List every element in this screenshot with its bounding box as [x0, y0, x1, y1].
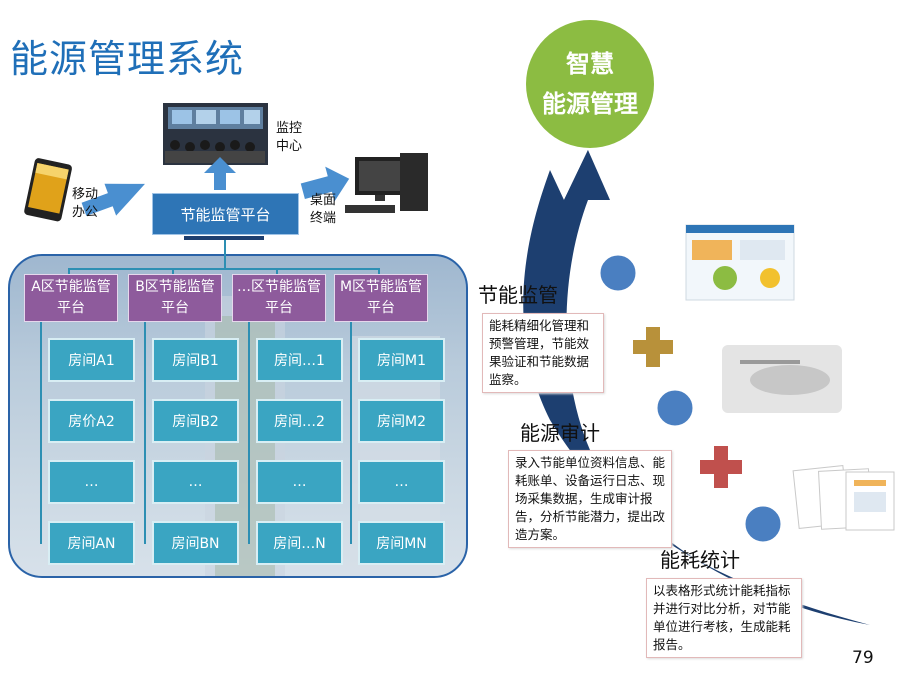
zone-a-spine	[40, 322, 42, 544]
zone-m-spine	[350, 322, 352, 544]
plus-red-icon	[700, 446, 742, 488]
room-m2: 房间M2	[358, 399, 445, 443]
page-number: 79	[852, 648, 874, 668]
reports-thumbnail	[792, 464, 895, 531]
room-an: 房间AN	[48, 521, 135, 565]
zone-b-head: B区节能监管平台	[128, 274, 222, 322]
mobile-phone-image	[24, 158, 72, 222]
section-energy-monitoring-text: 能耗精细化管理和预警管理，节能效果验证和节能数据监察。	[482, 313, 604, 393]
monitor-center-label: 监控 中心	[276, 121, 303, 154]
smart-energy-badge: 智慧 能源管理	[526, 20, 654, 148]
left-arrow-icon	[81, 183, 145, 216]
room-b2: 房间B2	[152, 399, 239, 443]
zone-m-head: M区节能监管平台	[334, 274, 428, 322]
growth-arrow-graphic	[523, 150, 895, 625]
zone-a-head: A区节能监管平台	[24, 274, 118, 322]
dashboard-thumbnail	[685, 224, 795, 301]
connector-dots	[276, 268, 278, 276]
room-b-ellipsis: …	[152, 460, 239, 504]
room-a1: 房间A1	[48, 338, 135, 382]
platform-underline	[184, 236, 264, 240]
room-dots-2: 房间…2	[256, 399, 343, 443]
section-energy-statistics-text: 以表格形式统计能耗指标并进行对比分析，对节能单位进行考核，生成能耗报告。	[646, 578, 802, 658]
badge-line-1: 智慧	[566, 50, 614, 78]
desktop-computer-image	[345, 153, 428, 213]
writing-photo-thumbnail	[722, 345, 842, 413]
mobile-office-label: 移动 办公	[72, 187, 99, 220]
milestone-circle-2	[654, 387, 696, 429]
milestone-circle-1	[597, 252, 639, 294]
room-dots-1: 房间…1	[256, 338, 343, 382]
section-energy-monitoring-title: 节能监管	[478, 283, 558, 307]
room-a-ellipsis: …	[48, 460, 135, 504]
zone-b-spine	[144, 322, 146, 544]
room-mn: 房间MN	[358, 521, 445, 565]
energy-platform-box: 节能监管平台	[152, 193, 299, 235]
zone-dots-spine	[248, 322, 250, 544]
up-arrow-icon	[204, 157, 236, 190]
page-title: 能源管理系统	[10, 37, 245, 81]
device-graphics	[24, 103, 428, 222]
room-a2: 房价A2	[48, 399, 135, 443]
connector-m	[378, 268, 380, 276]
plus-gold-icon	[633, 327, 673, 367]
section-energy-statistics-title: 能耗统计	[660, 548, 740, 572]
growth-arrow	[523, 150, 870, 625]
room-m1: 房间M1	[358, 338, 445, 382]
room-dots-n: 房间…N	[256, 521, 343, 565]
zone-connector-line	[68, 268, 378, 270]
connector-a	[68, 268, 70, 276]
room-b1: 房间B1	[152, 338, 239, 382]
room-dots-ellipsis: …	[256, 460, 343, 504]
monitoring-center-image	[163, 103, 268, 165]
room-bn: 房间BN	[152, 521, 239, 565]
room-m-ellipsis: …	[358, 460, 445, 504]
section-energy-audit-title: 能源审计	[520, 421, 600, 445]
milestone-circle-3	[742, 503, 784, 545]
platform-connector-line	[224, 240, 226, 268]
section-energy-audit-text: 录入节能单位资料信息、能耗账单、设备运行日志、现场采集数据，生成审计报告，分析节…	[508, 450, 672, 548]
connector-b	[172, 268, 174, 276]
desktop-terminal-label: 桌面 终端	[310, 193, 337, 226]
badge-line-2: 能源管理	[542, 90, 638, 118]
zone-dots-head: …区节能监管平台	[232, 274, 326, 322]
